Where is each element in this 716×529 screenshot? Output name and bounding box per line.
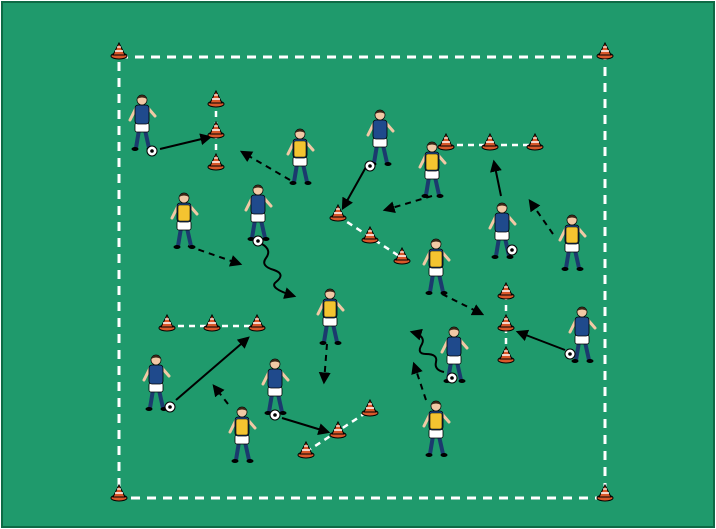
ball-icon [447, 373, 457, 383]
ball-icon [507, 245, 517, 255]
ball-icon [365, 161, 375, 171]
ball-icon [565, 349, 575, 359]
ball-icon [253, 236, 263, 246]
ball-icon [165, 402, 175, 412]
ball-icon [147, 146, 157, 156]
ball-icon [270, 410, 280, 420]
